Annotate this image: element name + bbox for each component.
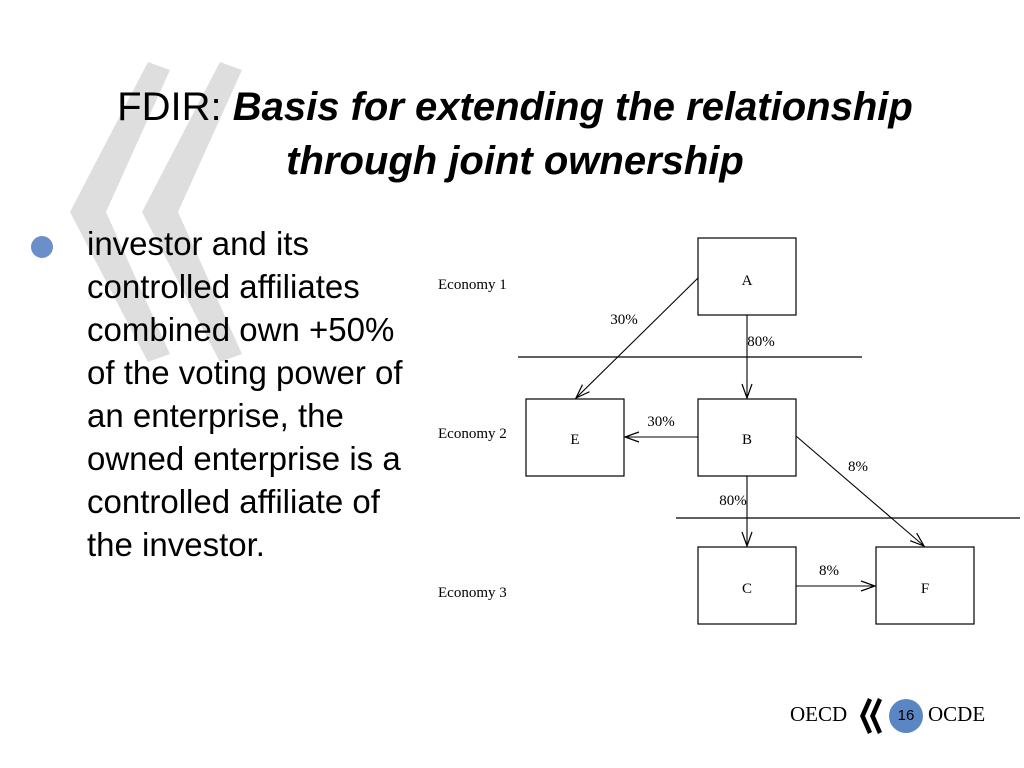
edge-a-e-label: 30%	[610, 312, 638, 328]
edge-b-f	[795, 435, 924, 546]
bullet-text: investor and its controlled affiliates c…	[87, 225, 403, 563]
node-f: F	[875, 546, 975, 625]
economy-label-1: Economy 1	[438, 277, 507, 293]
quote-mark-icon	[70, 62, 242, 362]
node-a-label: A	[742, 273, 753, 289]
node-b-label: B	[742, 432, 752, 448]
title-emphasis: Basis for extending the relationship thr…	[232, 85, 913, 183]
footer-ocde-text: OCDE	[928, 702, 986, 726]
oecd-chevron-icon	[860, 698, 882, 734]
page-number-badge: 16	[889, 699, 923, 733]
edge-c-f-label: 8%	[819, 563, 839, 579]
economy-label-3: Economy 3	[438, 585, 507, 601]
economy-label-2: Economy 2	[438, 426, 507, 442]
footer-logo: OECD 16 OCDE	[788, 694, 998, 738]
footer-oecd-text: OECD	[790, 702, 848, 726]
bullet-icon	[31, 236, 53, 258]
title-prefix: FDIR:	[117, 85, 222, 129]
edge-b-e-label: 30%	[647, 414, 675, 430]
node-a: A	[697, 237, 797, 316]
node-b: B	[697, 398, 797, 477]
slide-title: FDIR: Basis for extending the relationsh…	[60, 80, 970, 188]
node-f-label: F	[921, 581, 929, 597]
node-c-label: C	[742, 581, 752, 597]
node-e: E	[525, 398, 625, 477]
node-e-label: E	[570, 432, 579, 448]
edge-a-b-label: 80%	[747, 334, 775, 350]
edge-a-e	[576, 277, 699, 398]
edge-b-c-label: 80%	[719, 493, 747, 509]
edge-b-f-label: 8%	[848, 459, 868, 475]
node-c: C	[697, 546, 797, 625]
ownership-diagram: Economy 1 Economy 2 Economy 3 A B C E F …	[438, 237, 1020, 625]
